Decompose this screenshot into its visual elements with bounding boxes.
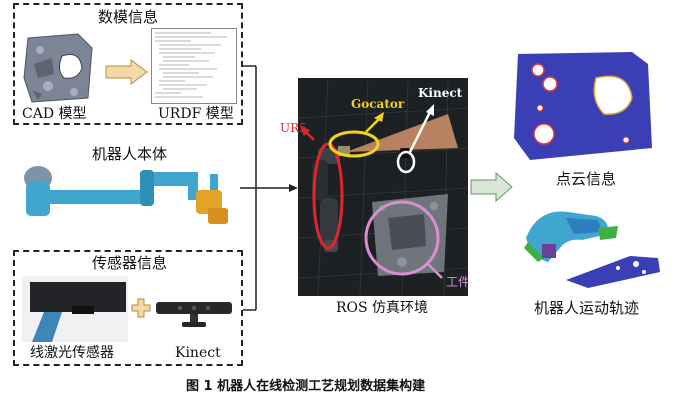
cad-to-urdf-arrow: [105, 59, 148, 85]
urdf-document-image: [151, 28, 237, 104]
cad-model-label: CAD 模型: [22, 106, 87, 122]
cad-model-image: [18, 28, 100, 108]
kinect-sensor-image: [156, 302, 232, 327]
kinect-label: Kinect: [418, 86, 463, 100]
laser-sensor-label: 线激光传感器: [30, 345, 114, 361]
ros-simulation-caption: ROS 仿真环境: [336, 300, 429, 316]
sensor-info-box: [13, 250, 243, 366]
urdf-model-label: URDF 模型: [158, 106, 234, 122]
trajectory-label: 机器人运动轨迹: [534, 299, 640, 317]
ur5-label: UR5: [280, 121, 307, 135]
robot-body-title: 机器人本体: [92, 145, 168, 163]
gocator-label: Gocator: [351, 97, 405, 111]
output-arrow: [470, 172, 513, 202]
model-info-title: 数模信息: [98, 8, 159, 26]
model-info-box: [13, 3, 243, 125]
sensor-info-title: 传感器信息: [92, 254, 168, 272]
point-cloud-image: [514, 52, 652, 160]
connector-lines: [240, 65, 298, 311]
simulation-annotations: [300, 104, 443, 279]
workpiece-label: 工件: [446, 275, 471, 289]
robot-arm-image: [24, 166, 228, 224]
trajectory-image: [524, 211, 660, 288]
kinect-sensor-label: Kinect: [175, 345, 221, 361]
plus-icon: [131, 298, 151, 318]
figure-caption: 图 1 机器人在线检测工艺规划数据集构建: [186, 379, 426, 394]
laser-sensor-image: [22, 276, 128, 342]
point-cloud-label: 点云信息: [556, 170, 617, 188]
